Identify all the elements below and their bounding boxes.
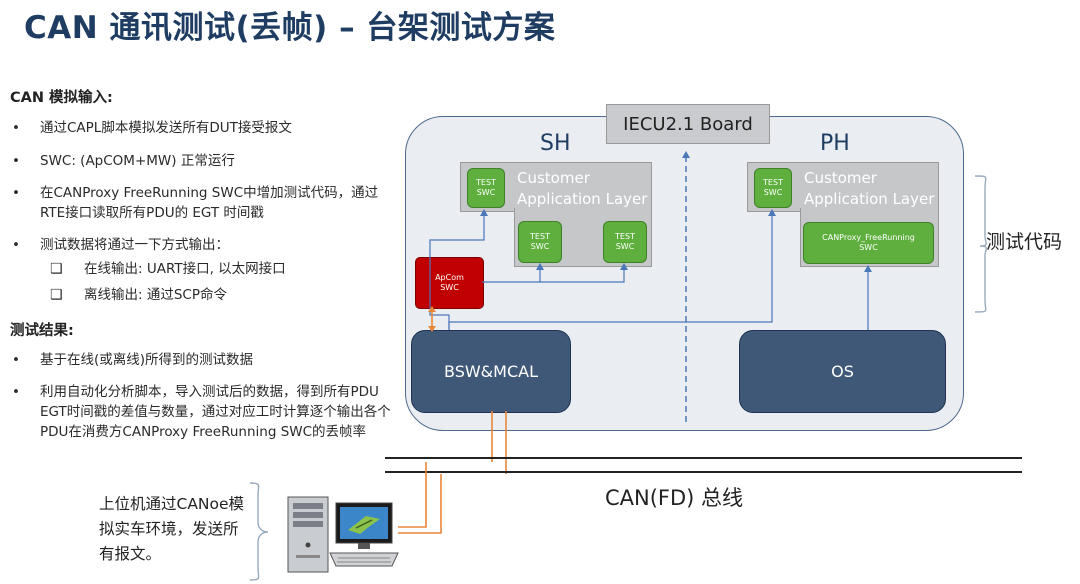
- checkbox-bullet-icon: ❑: [50, 261, 63, 277]
- pc-text-brace: [249, 482, 269, 581]
- bullet-item: • 通过CAPL脚本模拟发送所有DUT接受报文: [12, 120, 292, 136]
- bullet-dot: •: [12, 352, 20, 368]
- section-heading-test-result: 测试结果:: [10, 323, 74, 339]
- bullet-item: • 基于在线(或离线)所得到的测试数据: [12, 352, 254, 368]
- app-layer-label: Customer Application Layer: [804, 169, 935, 208]
- apcom-swc: ApCom SWC: [415, 257, 484, 309]
- test-code-label: 测试代码: [986, 231, 1063, 253]
- bullet-dot: •: [12, 384, 20, 400]
- bullet-dot: •: [12, 237, 20, 253]
- bullet-item: • 利用自动化分析脚本，导入测试后的数据，得到所有PDU EGT时间戳的差值与数…: [12, 384, 391, 440]
- orange-arrow-down: [428, 326, 436, 332]
- bullet-dot: •: [12, 185, 20, 201]
- right-brace: [974, 175, 987, 313]
- arrow-to-ph-test-swc: [448, 209, 776, 330]
- orange-pc-bus-2: [398, 474, 442, 534]
- ph-test-swc: TEST SWC: [754, 168, 792, 208]
- sh-label: SH: [540, 131, 571, 156]
- arrow-apcom-to-swc3: [540, 263, 628, 283]
- board-label: IECU2.1 Board: [606, 104, 770, 144]
- bsw-mcal-block: BSW&MCAL: [411, 330, 571, 413]
- ph-app-layer-text-wrap: Customer Application Layer: [747, 162, 937, 210]
- left-text-panel: CAN 模拟输入: • 通过CAPL脚本模拟发送所有DUT接受报文 • SWC:…: [0, 0, 420, 584]
- bullet-dot: •: [12, 153, 20, 169]
- bullet-item: • 测试数据将通过一下方式输出：: [12, 237, 229, 253]
- can-bus-label: CAN(FD) 总线: [605, 486, 744, 510]
- sh-app-layer-text-wrap: Customer Application Layer: [460, 162, 650, 210]
- app-layer-label: Customer Application Layer: [517, 169, 648, 208]
- sub-bullet-item: ❑ 在线输出: UART接口, 以太网接口: [50, 261, 286, 277]
- arrow-bsw-to-test-swc1: [429, 209, 488, 330]
- sub-bullet-item: ❑ 离线输出: 通过SCP命令: [50, 287, 227, 303]
- sh-test-swc-3: TEST SWC: [603, 221, 647, 263]
- sh-test-swc-1: TEST SWC: [467, 168, 505, 208]
- os-block: OS: [739, 330, 946, 413]
- orange-arrow-up: [428, 306, 436, 312]
- pc-tower-icon: [287, 496, 329, 573]
- pc-description: 上位机通过CANoe模拟实车环境，发送所有报文。: [99, 495, 245, 563]
- bullet-dot: •: [12, 120, 20, 136]
- canproxy-freerunning-swc: CANProxy_FreeRunning SWC: [803, 222, 934, 264]
- section-heading-can-input: CAN 模拟输入:: [10, 90, 113, 106]
- arrow-apcom-to-swc2: [482, 263, 544, 283]
- sh-test-swc-2: TEST SWC: [518, 221, 562, 263]
- bullet-item: • 在CANProxy FreeRunning SWC中增加测试代码，通过RTE…: [12, 185, 379, 221]
- page-title: CAN 通讯测试(丢帧) – 台架测试方案: [24, 10, 556, 46]
- ph-label: PH: [820, 131, 850, 156]
- orange-pc-bus-1: [398, 462, 427, 528]
- bullet-item: • SWC: (ApCOM+MW) 正常运行: [12, 153, 235, 169]
- pc-monitor-icon: [329, 502, 399, 567]
- checkbox-bullet-icon: ❑: [50, 287, 63, 303]
